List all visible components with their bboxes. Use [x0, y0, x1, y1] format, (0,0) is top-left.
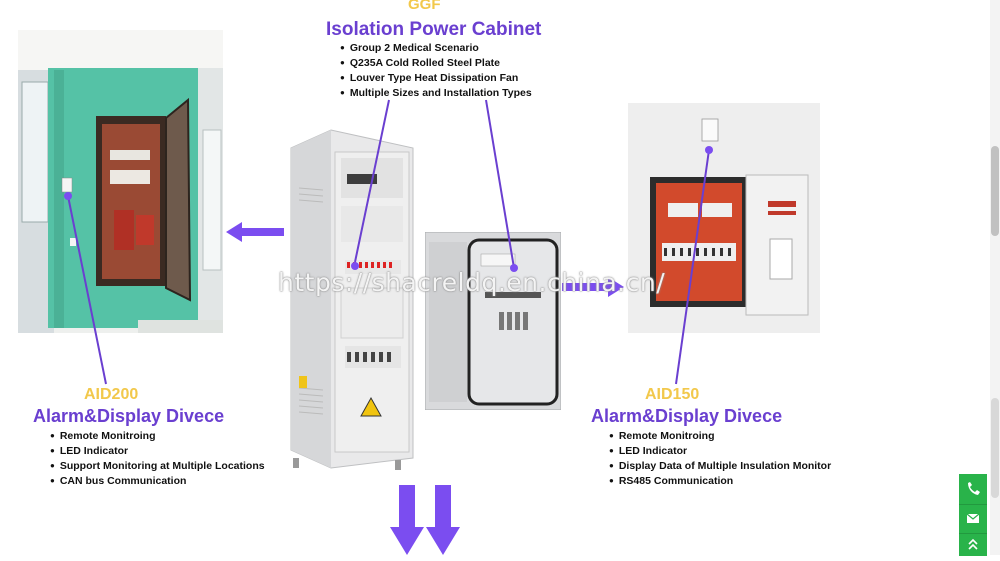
aid200-feature-list: Remote Monitroing LED Indicator Support …	[50, 429, 265, 489]
phone-icon	[968, 482, 980, 495]
mail-icon	[966, 513, 980, 523]
aid150-feature: Display Data of Multiple Insulation Moni…	[609, 459, 831, 474]
ggf-feature: Q235A Cold Rolled Steel Plate	[340, 56, 532, 71]
aid200-title: Alarm&Display Divece	[33, 406, 225, 426]
down-arrow-icon	[390, 485, 424, 555]
ggf-feature-list: Group 2 Medical Scenario Q235A Cold Roll…	[340, 41, 532, 101]
ggf-feature: Multiple Sizes and Installation Types	[340, 86, 532, 101]
aid150-code: AID150	[645, 386, 700, 403]
aid150-box-photo	[425, 232, 561, 410]
aid200-feature: Support Monitoring at Multiple Locations	[50, 459, 265, 474]
aid150-feature: RS485 Communication	[609, 474, 831, 489]
aid150-title: Alarm&Display Divece	[591, 406, 783, 426]
ggf-feature: Group 2 Medical Scenario	[340, 41, 532, 56]
ggf-code: GGF	[408, 0, 441, 13]
down-arrow-icon	[426, 485, 460, 555]
mail-button[interactable]	[959, 504, 987, 533]
aid200-feature: LED Indicator	[50, 444, 265, 459]
scrollbar[interactable]	[990, 0, 1000, 555]
phone-button[interactable]	[959, 474, 987, 504]
aid200-feature: CAN bus Communication	[50, 474, 265, 489]
back-to-top-icon	[968, 538, 978, 550]
back-to-top-button[interactable]	[959, 533, 987, 556]
scrollbar-thumb-secondary[interactable]	[991, 398, 999, 498]
ggf-title: Isolation Power Cabinet	[326, 19, 542, 40]
ggf-feature: Louver Type Heat Dissipation Fan	[340, 71, 532, 86]
aid150-feature: Remote Monitroing	[609, 429, 831, 444]
aid150-feature: LED Indicator	[609, 444, 831, 459]
aid200-photo	[18, 30, 223, 333]
aid150-photo	[628, 103, 820, 333]
ggf-cabinet-photo	[285, 128, 417, 470]
right-arrow-icon	[562, 277, 624, 297]
aid200-code: AID200	[84, 386, 139, 403]
left-arrow-icon	[226, 222, 284, 242]
scrollbar-thumb[interactable]	[991, 146, 999, 236]
aid150-feature-list: Remote Monitroing LED Indicator Display …	[609, 429, 831, 489]
aid200-feature: Remote Monitroing	[50, 429, 265, 444]
watermark-url: https://shacreldq.en.china.cn/	[278, 268, 666, 297]
